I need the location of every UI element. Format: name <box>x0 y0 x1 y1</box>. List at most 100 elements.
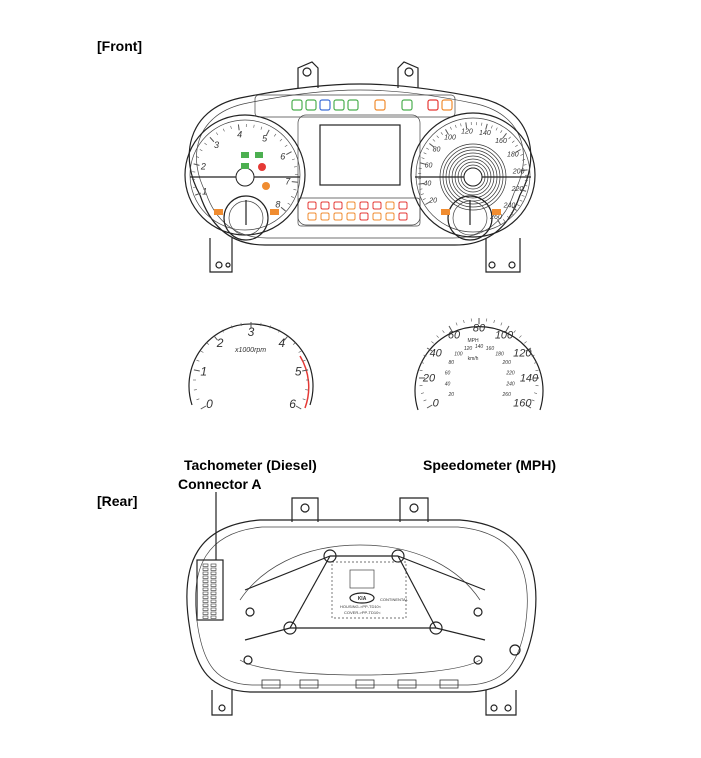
gauge-tick <box>192 186 197 188</box>
gauge-tick <box>510 212 514 215</box>
connector-pin <box>210 603 217 607</box>
top-indicator-icon <box>305 99 317 111</box>
gauge-tick <box>455 322 458 326</box>
gauge-tick <box>455 124 457 128</box>
rear-rib-arc-bottom <box>239 659 481 676</box>
connector-a-pins <box>202 563 217 619</box>
gauge-tick <box>531 354 535 357</box>
connector-pin <box>210 567 217 571</box>
gauge-tick <box>421 157 425 159</box>
gauge-tick <box>425 201 431 205</box>
front-speedo-hub <box>463 167 483 187</box>
rear-screw-1 <box>245 607 255 617</box>
gauge-tick <box>269 325 272 329</box>
top-indicator-icon <box>291 99 303 111</box>
gauge-tick <box>215 132 219 136</box>
gauge-numeral: 6 <box>289 397 296 411</box>
gauge-numeral: 40 <box>430 348 443 360</box>
rear-label-frame <box>331 561 407 619</box>
gauge-inner-numeral: 180 <box>495 351 504 357</box>
warning-indicator-icon <box>333 212 343 221</box>
rear-screw-2 <box>473 607 483 617</box>
rear-bottom-hole-left <box>218 704 226 712</box>
gauge-numeral: 1 <box>202 187 207 197</box>
gauge-tick <box>209 136 215 143</box>
rear-bottom-tab-left <box>211 690 233 716</box>
gauge-tick <box>420 362 425 364</box>
speedo-detail-outline <box>414 326 544 411</box>
rear-rib-2 <box>397 555 437 629</box>
gauge-tick <box>445 129 449 135</box>
connector-pin <box>202 587 209 591</box>
gauge-tick <box>440 132 443 135</box>
warning-indicator-icon <box>359 201 369 210</box>
warning-indicator-icon <box>346 201 356 210</box>
gauge-tick <box>520 189 527 192</box>
front-speedo-sub-gauge <box>447 195 493 241</box>
gauge-tick <box>221 329 224 333</box>
tach-green-icon-3 <box>241 163 249 169</box>
gauge-tick <box>279 138 283 142</box>
tach-green-icon-2 <box>255 152 263 158</box>
warning-indicator-icon <box>398 212 408 221</box>
gauge-tick <box>290 196 294 198</box>
gauge-inner-numeral: 220 <box>505 370 515 376</box>
rear-brand-text: KIA <box>358 596 367 602</box>
warning-indicator-icon <box>333 201 343 210</box>
top-indicator-icon <box>347 99 359 111</box>
gauge-numeral: 120 <box>461 129 473 136</box>
gauge-tick <box>500 130 503 133</box>
gauge-tick <box>196 359 200 362</box>
gauge-tick <box>260 322 262 326</box>
gauge-numeral: 60 <box>448 329 461 341</box>
connector-pin <box>202 579 209 583</box>
gauge-inner-numeral: 240 <box>505 382 515 388</box>
front-bottom-hole-right-2 <box>508 261 516 269</box>
gauge-tick <box>293 166 298 168</box>
connector-a <box>196 559 224 621</box>
tach-detail-redline <box>299 355 310 409</box>
gauge-numeral: 3 <box>214 140 219 150</box>
gauge-tick <box>515 144 518 147</box>
gauge-tick <box>426 404 433 409</box>
front-tach-ticks <box>192 124 298 212</box>
gauge-tick <box>291 181 298 183</box>
gauge-numeral: 80 <box>473 323 486 335</box>
tach-unit-label: x1000rpm <box>234 347 266 354</box>
gauge-numeral: 7 <box>285 176 291 186</box>
rear-cluster: KIA CONTINENTAL HOUSING->PP-TD10< COVER-… <box>186 492 537 716</box>
gauge-tick <box>222 128 225 132</box>
gauge-inner-numeral: 60 <box>445 370 451 376</box>
gauge-tick <box>525 404 532 409</box>
gauge-tick <box>436 135 439 139</box>
gauge-tick <box>240 322 242 326</box>
gauge-numeral: 0 <box>206 397 213 411</box>
front-tach-sub-gauge <box>223 195 269 241</box>
rear-housing-line2: COVER->PP-TD10< <box>344 610 381 615</box>
rear-housing-outline <box>186 519 537 693</box>
connector-pin <box>202 571 209 575</box>
rear-top-tab-left <box>291 497 319 522</box>
connector-pin <box>210 579 217 583</box>
connector-pin <box>210 571 217 575</box>
gauge-tick <box>508 136 511 140</box>
gauge-tick <box>485 123 488 130</box>
gauge-tick <box>426 347 433 352</box>
gauge-tick <box>213 335 218 341</box>
gauge-numeral: 180 <box>507 151 519 158</box>
gauge-tick <box>200 405 207 410</box>
front-speedo-face <box>415 117 531 233</box>
gauge-inner-numeral: 20 <box>448 392 455 398</box>
rear-top-tab-right <box>399 497 429 522</box>
front-speedo-bezel <box>410 112 536 238</box>
gauge-numeral: 2 <box>216 336 224 350</box>
gauge-tick <box>531 399 535 402</box>
rear-screw-5 <box>509 644 521 656</box>
gauge-tick <box>273 133 277 137</box>
connector-pin <box>202 583 209 587</box>
front-tach-hub <box>235 167 255 187</box>
